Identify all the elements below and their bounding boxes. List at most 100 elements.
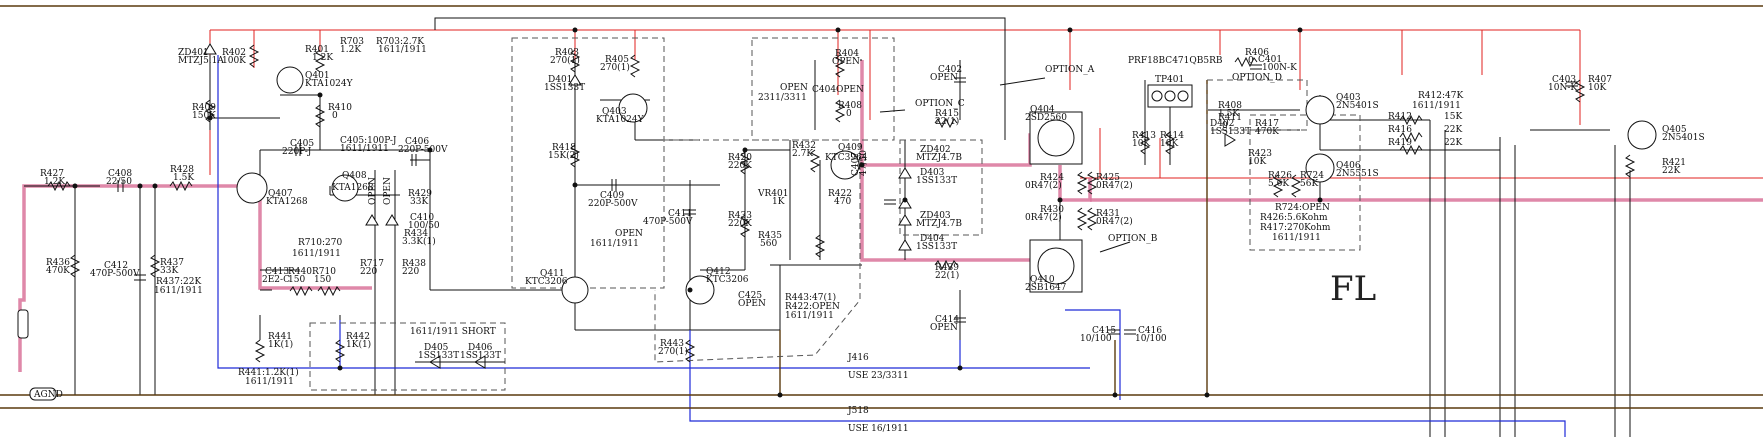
label-c410: C410 <box>410 213 434 223</box>
label-d404v: 1SS133T <box>916 242 957 252</box>
q412-transistor <box>685 275 715 305</box>
q404-transistor <box>1037 119 1075 157</box>
label-q408v: KTA1268 <box>332 183 374 193</box>
label-open3m: 1611/1911 <box>590 239 639 249</box>
option-outlines <box>309 37 1361 391</box>
label-j518: J518 <box>847 406 869 416</box>
label-r438v: 220 <box>402 267 419 277</box>
label-c408v: 22/50 <box>106 177 132 187</box>
label-r417m: 1611/1911 <box>1272 233 1321 243</box>
label-r409: R409 <box>192 103 216 113</box>
label-open1: OPEN <box>368 177 378 205</box>
label-r437: R437 <box>160 258 184 268</box>
q405-transistor <box>1627 120 1657 150</box>
label-r442: R442 <box>346 332 370 342</box>
label-r435: R435 <box>758 231 782 241</box>
label-r703m: 1611/1911 <box>378 45 427 55</box>
label-prf: PRF18BC471QB5RB <box>1128 56 1223 66</box>
label-d405: D405 <box>424 343 449 353</box>
label-r413: R413 <box>1132 131 1156 141</box>
label-c405: C405 <box>290 139 314 149</box>
label-r402v: 100K <box>222 56 246 66</box>
label-r417n: R417:270Kohm <box>1260 223 1331 233</box>
label-r443: R443 <box>660 339 684 349</box>
label-r425: R425 <box>1096 173 1120 183</box>
q403b-transistor <box>1305 95 1335 125</box>
label-r412v: 15K <box>1444 112 1462 122</box>
label-r428: R428 <box>170 165 194 175</box>
label-r443m: 1611/1911 <box>785 311 834 321</box>
label-r412: R412 <box>1388 112 1412 122</box>
label-r416v: 22K <box>1444 125 1462 135</box>
q411-transistor <box>561 276 589 304</box>
label-c411v: 470P-500V <box>643 217 693 227</box>
junctions <box>72 27 1323 398</box>
label-r436v: 470K <box>46 266 70 276</box>
label-r406v: 0 <box>1248 56 1254 66</box>
label-r427v: 1.2K <box>44 177 65 187</box>
label-c416: C416 <box>1138 326 1162 336</box>
label-r415v: 22(1) <box>935 116 959 127</box>
label-q412v: KTC3206 <box>706 275 749 285</box>
label-agnd: AGND <box>33 390 63 400</box>
label-vr401v: 1K <box>772 197 785 207</box>
component-labels: ZD401MTZJ5.1AR402100KR4011.2KR7031.2KR70… <box>33 37 1705 434</box>
label-c402v: OPEN <box>930 73 958 83</box>
label-r443v: 270(1) <box>658 346 688 357</box>
q410-transistor <box>1037 247 1075 285</box>
label-c425v: OPEN <box>738 299 766 309</box>
label-q403v: KTA1024Y <box>596 115 645 125</box>
label-c416v: 10/100 <box>1135 334 1167 344</box>
signal-path-highlight <box>18 60 1763 372</box>
label-r414: R414 <box>1160 131 1184 141</box>
label-r441v: 1K(1) <box>268 339 293 350</box>
components <box>17 27 1657 401</box>
q409-transistor <box>830 150 860 180</box>
label-q405: Q405 <box>1662 125 1687 135</box>
label-r434: R434 <box>404 229 428 239</box>
label-optc: OPTION_C <box>915 99 965 109</box>
input-terminal <box>17 309 29 339</box>
label-r703: R703 <box>340 37 364 47</box>
label-r405: R405 <box>605 55 629 65</box>
label-r417v: 470K <box>1255 127 1279 137</box>
q408-transistor <box>331 174 359 202</box>
label-r423v: 10K <box>1248 157 1266 167</box>
label-r422v: 470 <box>834 197 851 207</box>
label-r432: R432 <box>792 141 816 151</box>
label-r420v: 220K <box>728 161 752 171</box>
label-r434v: 3.3K(1) <box>402 236 436 247</box>
label-r724v: 56K <box>1300 179 1318 189</box>
label-q407v: KTA1268 <box>266 197 308 207</box>
label-d401v: 1SS133T <box>544 83 585 93</box>
label-r430v: 0R47(2) <box>1025 212 1062 223</box>
label-d405v: 1SS133T <box>418 351 459 361</box>
label-q408: Q408 <box>342 171 367 181</box>
label-r410: R410 <box>328 103 352 113</box>
label-d404: D404 <box>920 234 945 244</box>
label-c407: C407 <box>851 152 861 176</box>
label-r413v: 10K <box>1132 139 1150 149</box>
label-c405n: C405:100P-J <box>340 136 397 146</box>
q406-transistor <box>1305 153 1335 183</box>
label-c411: C411 <box>668 209 692 219</box>
label-r416: R416 <box>1388 125 1412 135</box>
label-r420: R420 <box>728 153 752 163</box>
label-r426n: R426:5.6Kohm <box>1260 213 1328 223</box>
label-zd402v: MTZJ4.7B <box>916 153 962 163</box>
label-j518v: USE 16/1911 <box>848 424 909 434</box>
label-d401: D401 <box>548 75 572 85</box>
label-d403v: 1SS133T <box>916 176 957 186</box>
label-r441n: R441:1.2K(1) <box>238 367 299 378</box>
label-r423: R423 <box>1248 149 1272 159</box>
label-r429v: 33K <box>410 197 428 207</box>
label-r417: R417 <box>1255 119 1279 129</box>
label-r422n: R422:OPEN <box>785 302 840 312</box>
label-open4m: 2311/3311 <box>758 93 807 103</box>
label-d406: D406 <box>468 343 493 353</box>
label-r428v: 1.5K <box>173 173 194 183</box>
label-q403bv: 2N5401S <box>1336 101 1379 111</box>
label-q410: Q410 <box>1030 275 1055 285</box>
label-c401v: 100N-K <box>1262 63 1297 73</box>
label-tp401: TP401 <box>1155 75 1184 85</box>
